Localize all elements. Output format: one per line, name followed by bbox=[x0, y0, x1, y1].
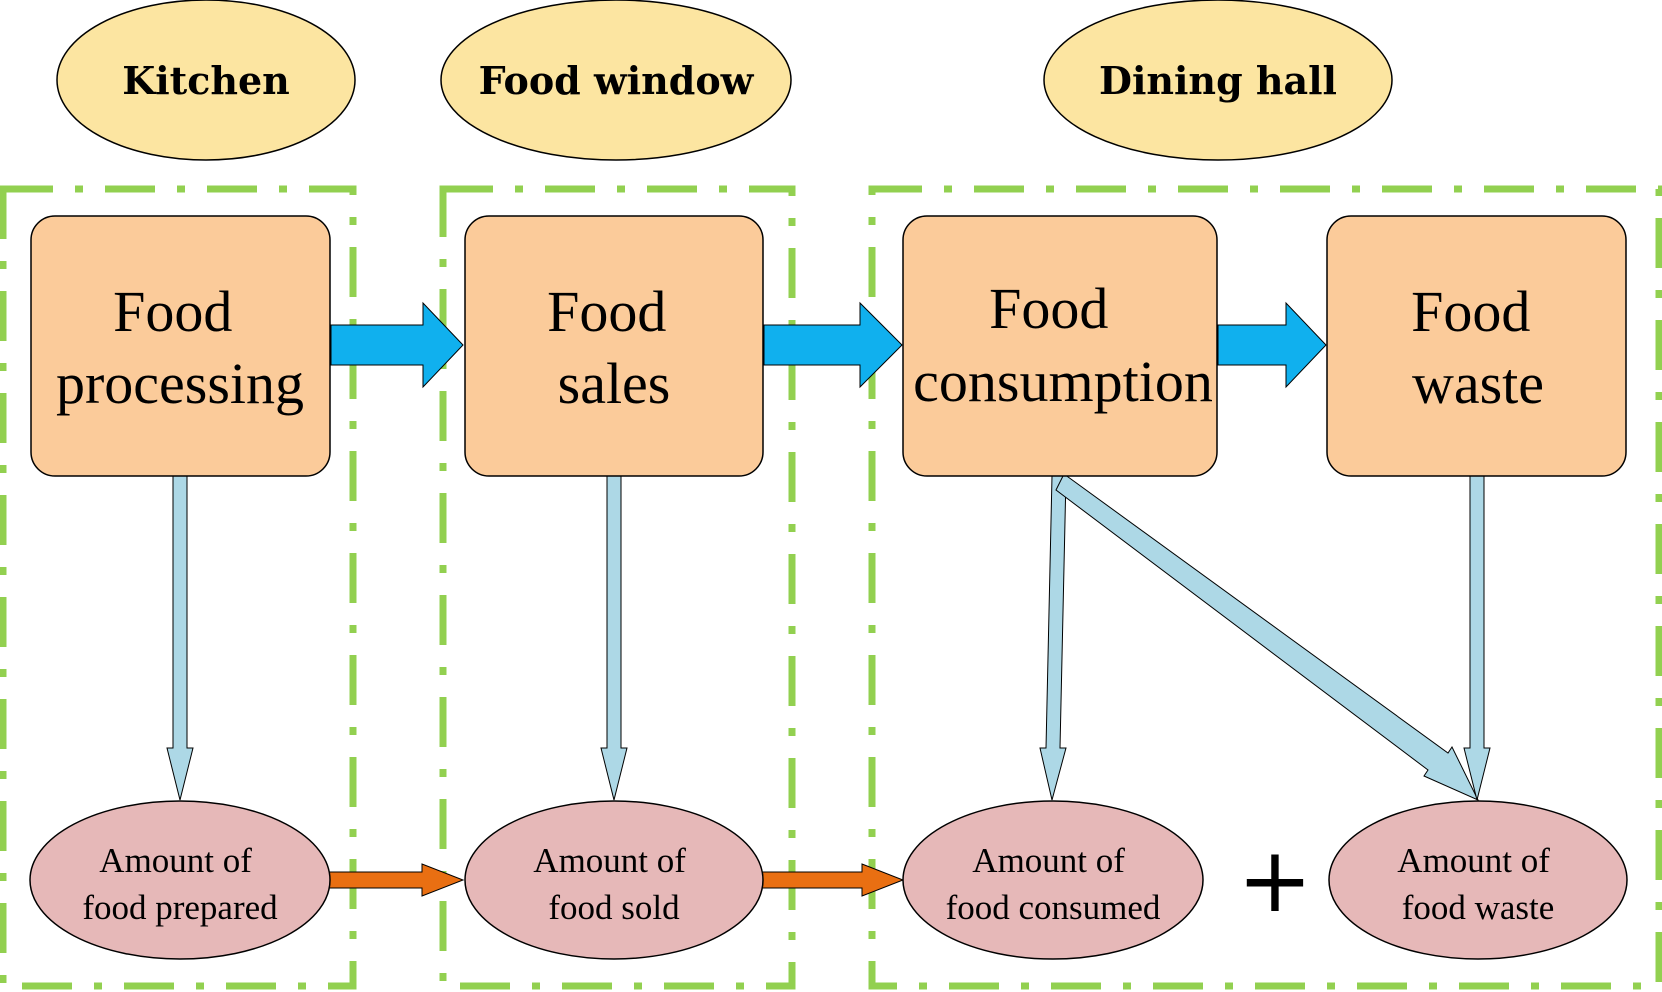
amount-ellipse bbox=[1328, 800, 1628, 960]
amount-food-prepared: Amount of food prepared bbox=[29, 800, 331, 960]
link-arrow-sales bbox=[600, 475, 628, 801]
stage-box bbox=[1326, 215, 1627, 477]
amount-food-consumed: Amount of food consumed bbox=[902, 800, 1204, 960]
amount-label-line-2: food sold bbox=[548, 888, 680, 927]
zone-kitchen-ellipse bbox=[56, 0, 356, 161]
amount-arrow-sold-to-consumed bbox=[761, 863, 905, 897]
stage-label: Food sales bbox=[547, 279, 681, 416]
kitchen-zone-border bbox=[0, 185, 357, 990]
amount-label-line-2: food prepared bbox=[82, 888, 278, 927]
stage-label-line-2: consumption bbox=[913, 349, 1213, 414]
amount-label-line-1: Amount of bbox=[533, 841, 686, 880]
stage-label-line-2: waste bbox=[1412, 351, 1544, 416]
amount-ellipse bbox=[902, 800, 1204, 960]
amount-label-line-2: food waste bbox=[1402, 888, 1555, 927]
stage-food-consumption: Food consumption bbox=[902, 215, 1218, 477]
flow-arrow-consumption-to-waste bbox=[1217, 301, 1327, 389]
amount-label: Amount of food prepared bbox=[82, 841, 278, 927]
amount-ellipse bbox=[29, 800, 331, 960]
stage-label: Food processing bbox=[56, 279, 304, 416]
zone-food-window: Food window bbox=[440, 0, 792, 161]
link-arrow-processing bbox=[166, 475, 194, 801]
stage-food-waste: Food waste bbox=[1326, 215, 1627, 477]
flow-arrow-processing-to-sales bbox=[330, 301, 464, 389]
amount-label: Amount of food consumed bbox=[946, 841, 1161, 927]
zone-borders bbox=[0, 185, 1662, 990]
zone-kitchen-title: Kitchen bbox=[122, 58, 290, 103]
link-arrow-consumption-to-waste bbox=[1055, 473, 1480, 802]
zone-kitchen: Kitchen bbox=[56, 0, 356, 161]
zone-dining-hall-ellipse bbox=[1043, 0, 1393, 161]
stage-food-sales: Food sales bbox=[464, 215, 764, 477]
link-arrow-consumption bbox=[1039, 475, 1067, 801]
stage-to-amount-links bbox=[166, 473, 1491, 802]
stage-box bbox=[902, 215, 1218, 477]
plus-sign: + bbox=[1237, 828, 1312, 933]
stage-label-line-1: Food bbox=[1411, 279, 1530, 344]
amount-label-line-1: Amount of bbox=[972, 841, 1125, 880]
amount-label-line-1: Amount of bbox=[99, 841, 252, 880]
stage-label-line-2: sales bbox=[558, 351, 671, 416]
amount-flow-arrows bbox=[328, 863, 905, 897]
zone-food-window-ellipse bbox=[440, 0, 792, 161]
stage-flow-arrows bbox=[330, 301, 1327, 389]
stage-food-processing: Food processing bbox=[30, 215, 331, 477]
stage-label-line-1: Food bbox=[113, 279, 232, 344]
stage-label-line-2: processing bbox=[56, 351, 304, 416]
food-window-zone-border bbox=[439, 185, 796, 990]
amount-ellipse bbox=[464, 800, 764, 960]
amount-food-sold: Amount of food sold bbox=[464, 800, 764, 960]
stage-label: Food consumption bbox=[913, 276, 1213, 414]
stage-box bbox=[464, 215, 764, 477]
stage-box bbox=[30, 215, 331, 477]
flow-arrow-sales-to-consumption bbox=[763, 301, 903, 389]
amount-label-line-1: Amount of bbox=[1397, 841, 1550, 880]
stage-label-line-1: Food bbox=[989, 276, 1108, 341]
amount-food-waste: Amount of food waste bbox=[1328, 800, 1628, 960]
zone-food-window-title: Food window bbox=[479, 58, 755, 103]
zone-dining-hall-title: Dining hall bbox=[1099, 58, 1337, 103]
zone-dining-hall: Dining hall bbox=[1043, 0, 1393, 161]
stage-label-line-1: Food bbox=[547, 279, 666, 344]
link-arrow-waste bbox=[1463, 475, 1491, 801]
amount-arrow-prepared-to-sold bbox=[328, 863, 465, 897]
dining-hall-zone-border bbox=[868, 185, 1662, 990]
amount-label: Amount of food sold bbox=[533, 841, 694, 927]
amount-label-line-2: food consumed bbox=[946, 888, 1161, 927]
stage-label: Food waste bbox=[1411, 279, 1545, 416]
amount-label: Amount of food waste bbox=[1397, 841, 1558, 927]
